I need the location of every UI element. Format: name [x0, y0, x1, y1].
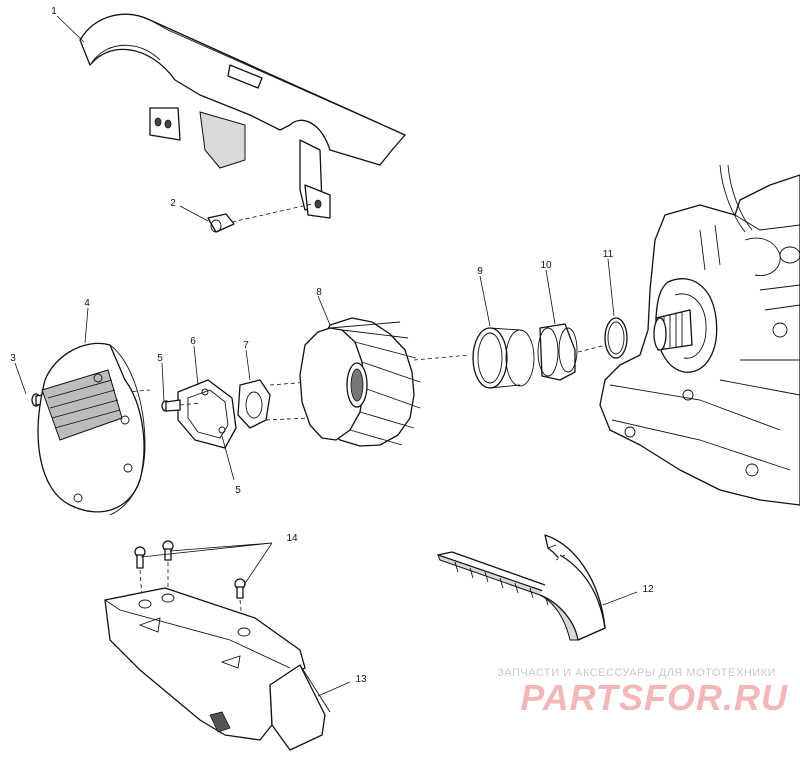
part-engine-assembly: [599, 164, 800, 506]
part-belt-12: [437, 534, 606, 641]
callout-12: 12: [642, 584, 654, 595]
callout-8: 8: [316, 287, 322, 298]
callout-13: 13: [355, 674, 367, 685]
callout-2: 2: [170, 198, 176, 209]
part-plate-6: [161, 379, 237, 449]
leader-lines: [14, 15, 638, 697]
callout-6: 6: [190, 336, 196, 347]
callout-5-upper: 5: [157, 353, 163, 364]
part-clutch-cover-4: [37, 342, 146, 516]
callout-14: 14: [286, 533, 298, 544]
part-oring-11: [577, 317, 628, 359]
callout-5-lower: 5: [235, 485, 241, 496]
callout-1: 1: [51, 6, 57, 17]
watermark: ЗАПЧАСТИ И АКСЕССУАРЫ ДЛЯ МОТОТЕХНИКИ PA…: [497, 667, 788, 718]
callout-3: 3: [10, 353, 16, 364]
part-nut-7: [237, 379, 311, 429]
callout-11: 11: [603, 249, 614, 260]
callout-9: 9: [477, 266, 483, 277]
part-spacer-9: [472, 327, 535, 389]
watermark-logo: PARTSFOR.RU: [520, 677, 788, 718]
part-lower-guard-13: [104, 587, 331, 751]
callout-10: 10: [540, 260, 552, 271]
part-upper-guard: [79, 13, 406, 219]
part-sprocket-8: [299, 317, 471, 447]
callout-labels: 1 2 3 4 5 6 7 8 9 10 11 12 13 14 5: [10, 6, 654, 685]
callout-4: 4: [84, 298, 90, 309]
callout-7: 7: [243, 340, 249, 351]
part-bushing-10: [537, 323, 578, 381]
part-fastener-2: [207, 203, 313, 233]
watermark-caption: ЗАПЧАСТИ И АКСЕССУАРЫ ДЛЯ МОТОТЕХНИКИ: [497, 667, 776, 679]
